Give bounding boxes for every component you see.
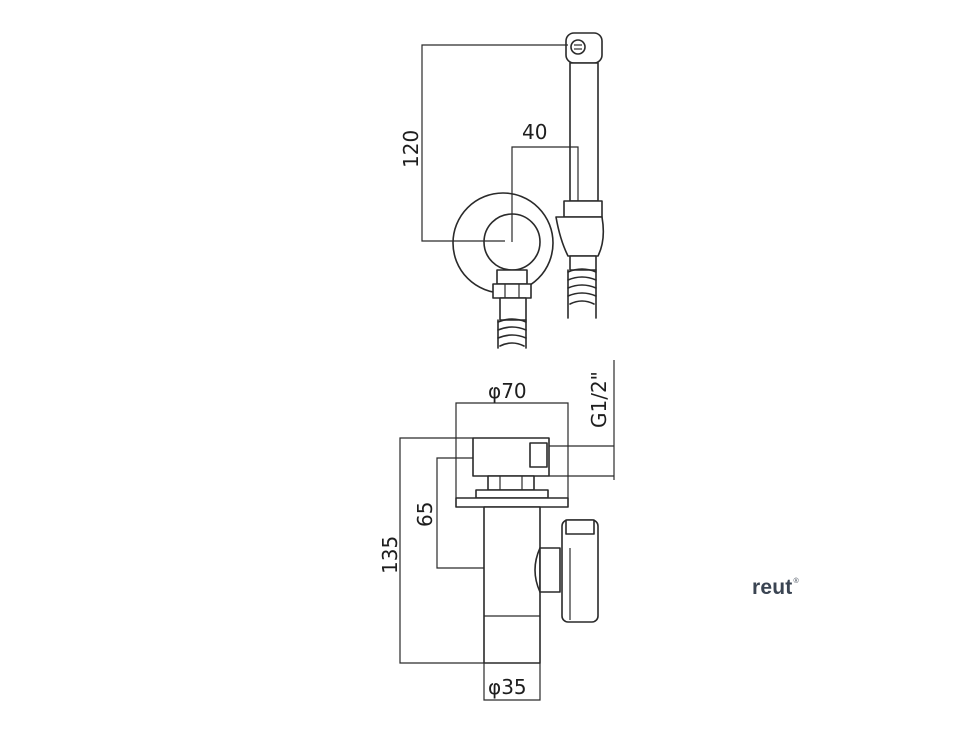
valve-shaft [483,506,541,664]
dimension-40-lines [511,146,579,242]
hand-shower-top-view [555,32,605,319]
dimension-120-lines [421,44,568,242]
valve-lever [529,442,548,468]
dimension-d35-label: φ35 [488,675,527,699]
dimension-120-label: 120 [399,130,423,168]
dimension-d70-label: φ70 [488,379,527,403]
dimension-135-label: 135 [378,536,402,574]
dimension-40-label: 40 [522,120,547,144]
hose-fitting-top-view [492,269,532,349]
registered-mark: ® [793,578,799,585]
dimension-65-label: 65 [413,502,437,527]
side-view: φ70 G1/2" 135 65 φ35 [378,360,615,701]
hose-holder [561,519,599,623]
wall-plate-side [455,497,569,508]
dimension-135-lines [399,437,484,664]
brand-logo-text: reut [752,576,793,599]
dimension-65-lines [436,457,484,569]
brand-logo: reut® [752,576,799,600]
dimension-thread-label: G1/2" [587,371,611,428]
dimension-d70-lines [455,402,569,498]
dimension-d35-lines [483,663,541,701]
dimension-thread-lines [549,360,615,480]
top-view: 120 40 [399,32,605,349]
